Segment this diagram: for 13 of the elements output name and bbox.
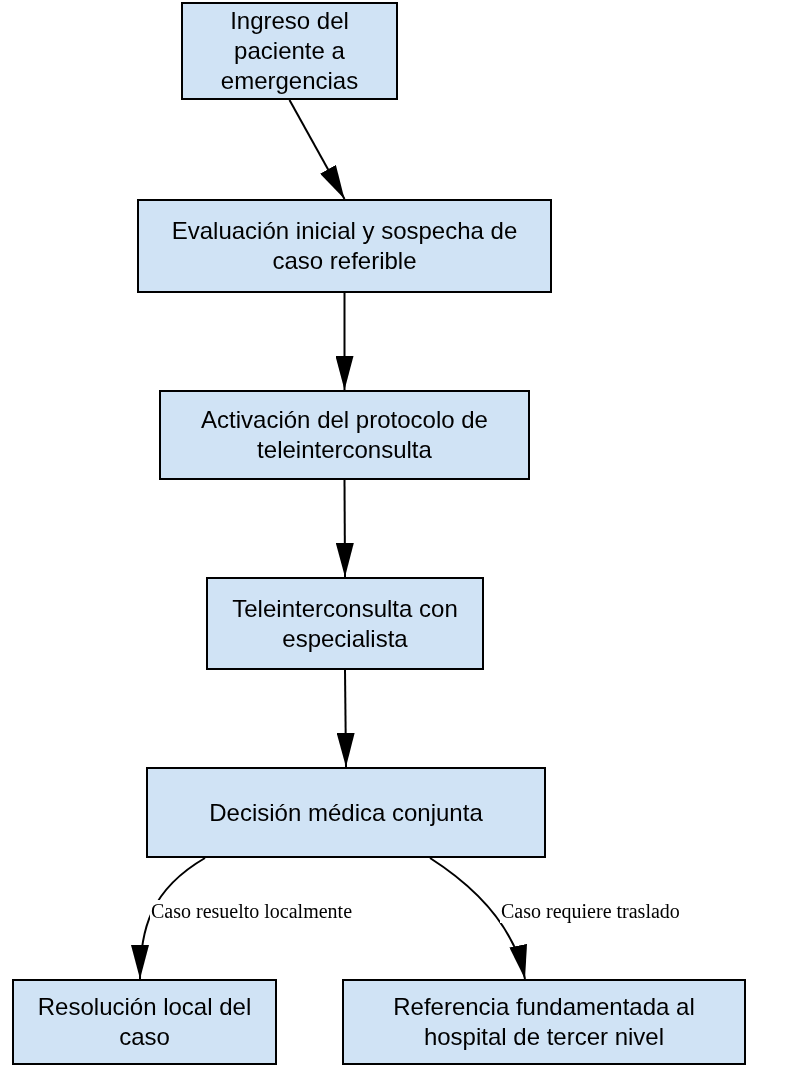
process-box: Ingreso del paciente a emergencias	[181, 2, 398, 100]
process-box: Referencia fundamentada al hospital de tercer nivel	[342, 979, 746, 1065]
process-box: Decisión médica conjunta	[146, 767, 546, 858]
arrow	[335, 479, 354, 578]
process-box: Evaluación inicial y sospecha de caso referible	[137, 199, 552, 293]
arrow	[288, 99, 346, 200]
arrow	[131, 857, 206, 980]
arrow	[429, 857, 530, 980]
process-box: Activación del protocolo de teleinterconsulta	[159, 390, 530, 480]
process-box: Teleinterconsulta con especialista	[206, 577, 484, 670]
process-box: Resolución local del caso	[12, 979, 277, 1065]
arrow	[336, 669, 355, 768]
arrow	[335, 292, 354, 391]
